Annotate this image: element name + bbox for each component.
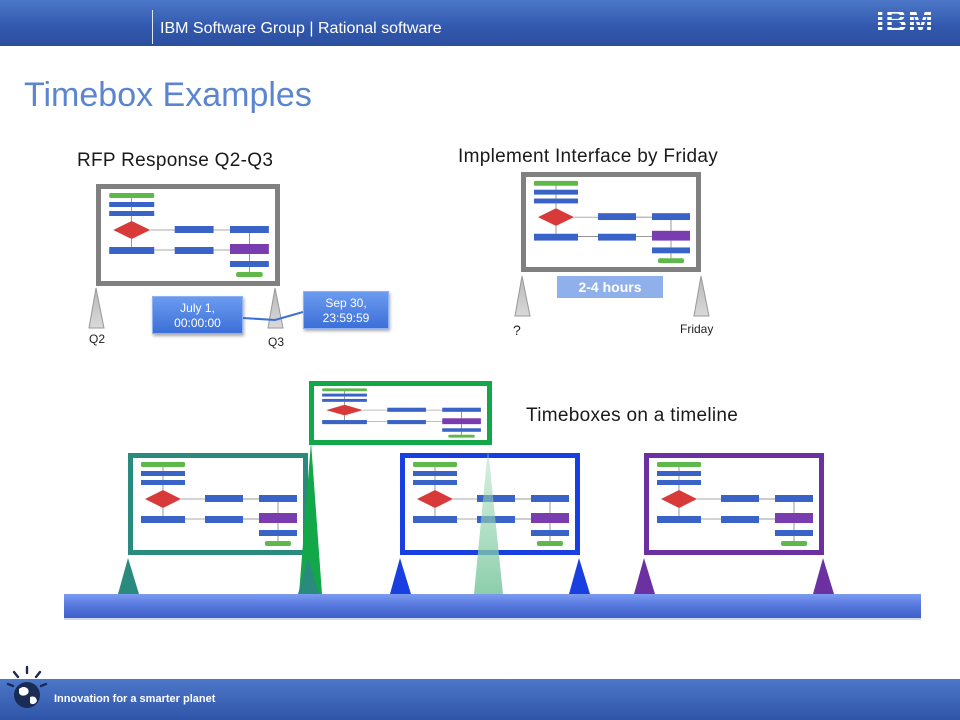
purple-end-marker [813, 558, 834, 594]
timebox-frame-teal [128, 453, 308, 555]
start-marker [88, 287, 105, 329]
start-date-callout: July 1, 00:00:00 [152, 296, 243, 334]
unknown-start-label: ? [513, 322, 521, 338]
end-date-line2: 23:59:59 [322, 311, 370, 325]
ibm-logo: IBM [876, 5, 934, 38]
footer-bar: Innovation for a smarter planet [0, 665, 960, 720]
smarter-planet-icon [6, 665, 48, 708]
blue-start-marker [390, 558, 411, 594]
end-date-line1: Sep 30, [325, 296, 367, 310]
end-marker [693, 275, 710, 317]
timebox-frame-purple [644, 453, 824, 555]
process-diagram-thumbnail [413, 462, 569, 546]
header-divider [152, 10, 153, 44]
start-marker [514, 275, 531, 317]
timebox-frame-green [309, 381, 492, 445]
end-marker [267, 287, 284, 329]
teal-start-marker [118, 558, 139, 594]
blue-end-marker [569, 558, 590, 594]
process-diagram-thumbnail [109, 193, 269, 277]
implement-interface-title: Implement Interface by Friday [458, 146, 719, 167]
q2-label: Q2 [89, 332, 106, 346]
process-diagram-thumbnail [657, 462, 813, 546]
green-start-marker [299, 442, 322, 594]
teal-end-marker [298, 558, 319, 594]
callout-connector [242, 311, 304, 322]
rfp-timebox-frame [96, 184, 280, 286]
purple-start-marker [634, 558, 655, 594]
timeline-title: Timeboxes on a timeline [526, 405, 739, 426]
process-diagram-thumbnail [322, 388, 481, 438]
process-diagram-thumbnail [534, 180, 690, 264]
faded-green-marker [474, 448, 503, 594]
process-diagram-thumbnail [141, 462, 297, 546]
start-date-line2: 00:00:00 [174, 316, 221, 330]
header-bar: IBM Software Group | Rational software I… [0, 0, 960, 46]
start-date-line1: July 1, [180, 301, 215, 315]
page-title: Timebox Examples [24, 76, 312, 114]
duration-badge: 2-4 hours [557, 276, 663, 298]
interface-timebox-frame [521, 172, 701, 272]
timeline-bar [64, 594, 921, 618]
friday-label: Friday [680, 322, 714, 336]
footer-tagline: Innovation for a smarter planet [54, 693, 216, 705]
rfp-response-title: RFP Response Q2-Q3 [77, 150, 274, 171]
q3-label: Q3 [268, 335, 285, 349]
end-date-callout: Sep 30, 23:59:59 [303, 291, 389, 329]
header-title: IBM Software Group | Rational software [160, 20, 442, 37]
